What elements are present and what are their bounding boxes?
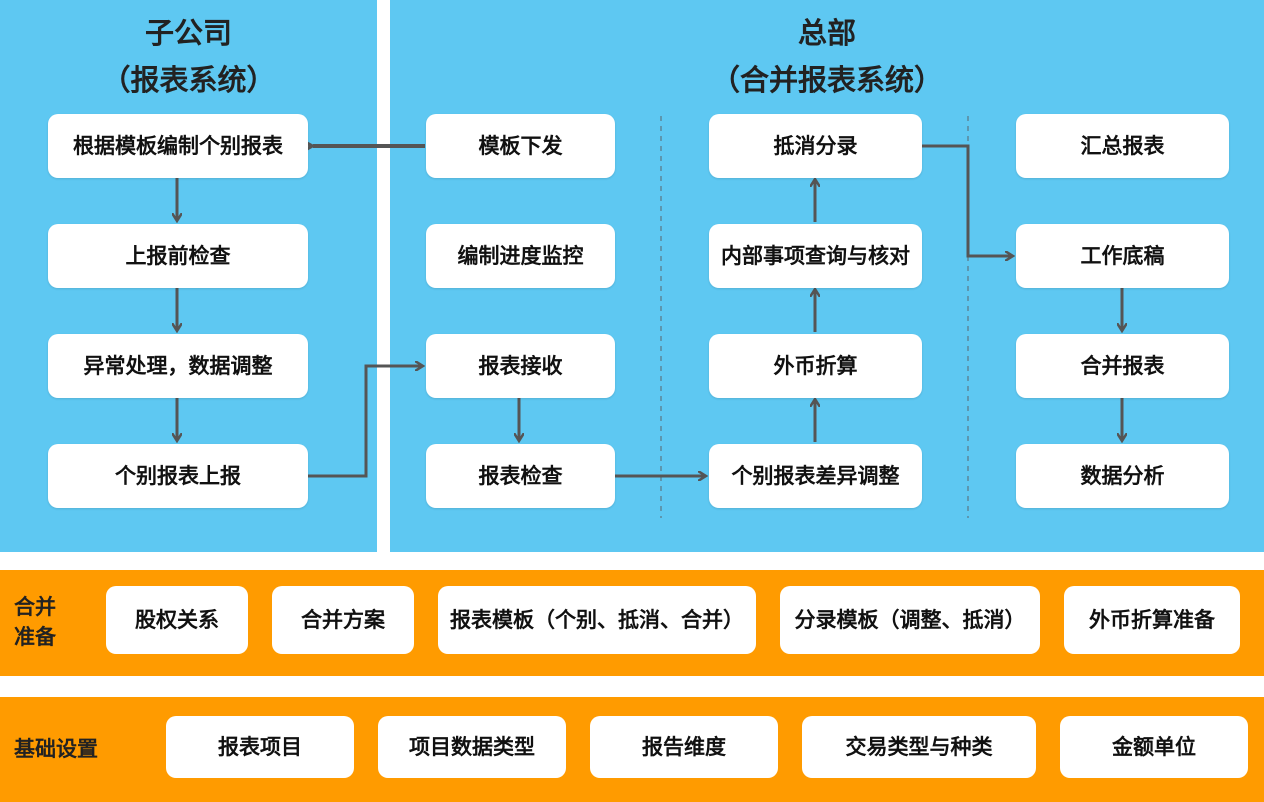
base-report-dimension: 报告维度 <box>590 716 778 778</box>
hq-report-check: 报表检查 <box>426 444 615 508</box>
sub-step-exception: 异常处理，数据调整 <box>48 334 308 398</box>
sub-step-precheck: 上报前检查 <box>48 224 308 288</box>
subsidiary-subtitle: （报表系统） <box>101 63 276 97</box>
headquarters-title: 总部 <box>797 16 856 50</box>
prep-entry-template: 分录模板（调整、抵消） <box>780 586 1040 654</box>
flow-arrows <box>0 116 1264 518</box>
hq-data-analysis: 数据分析 <box>1016 444 1229 508</box>
hq-fx-translation: 外币折算 <box>709 334 922 398</box>
prep-equity-relations: 股权关系 <box>106 586 248 654</box>
consolidation-prep-label: 合并准备 <box>14 595 56 649</box>
base-amount-unit: 金额单位 <box>1060 716 1248 778</box>
hq-difference-adjust: 个别报表差异调整 <box>709 444 922 508</box>
hq-report-receive: 报表接收 <box>426 334 615 398</box>
subsidiary-title: 子公司 <box>144 16 232 50</box>
arrow-elim-worksheet <box>922 144 1012 256</box>
base-settings-label: 基础设置 <box>14 737 98 761</box>
hq-internal-reconcile: 内部事项查询与核对 <box>709 224 922 288</box>
hq-summary-report: 汇总报表 <box>1016 114 1229 178</box>
sub-step-submit: 个别报表上报 <box>48 444 308 508</box>
hq-progress-monitor: 编制进度监控 <box>426 224 615 288</box>
hq-consolidated-report: 合并报表 <box>1016 334 1229 398</box>
prep-consolidation-plan: 合并方案 <box>272 586 414 654</box>
sub-step-compile: 根据模板编制个别报表 <box>48 114 308 178</box>
base-item-data-type: 项目数据类型 <box>378 716 566 778</box>
prep-fx-preparation: 外币折算准备 <box>1064 586 1240 654</box>
prep-report-template: 报表模板（个别、抵消、合并） <box>438 586 756 654</box>
headquarters-subtitle: （合并报表系统） <box>710 63 943 97</box>
base-transaction-type: 交易类型与种类 <box>802 716 1036 778</box>
hq-template-distribute: 模板下发 <box>426 114 615 178</box>
arrow-submit-receive <box>308 366 422 478</box>
base-report-items: 报表项目 <box>166 716 354 778</box>
hq-elimination-entry: 抵消分录 <box>709 114 922 178</box>
hq-worksheet: 工作底稿 <box>1016 224 1229 288</box>
